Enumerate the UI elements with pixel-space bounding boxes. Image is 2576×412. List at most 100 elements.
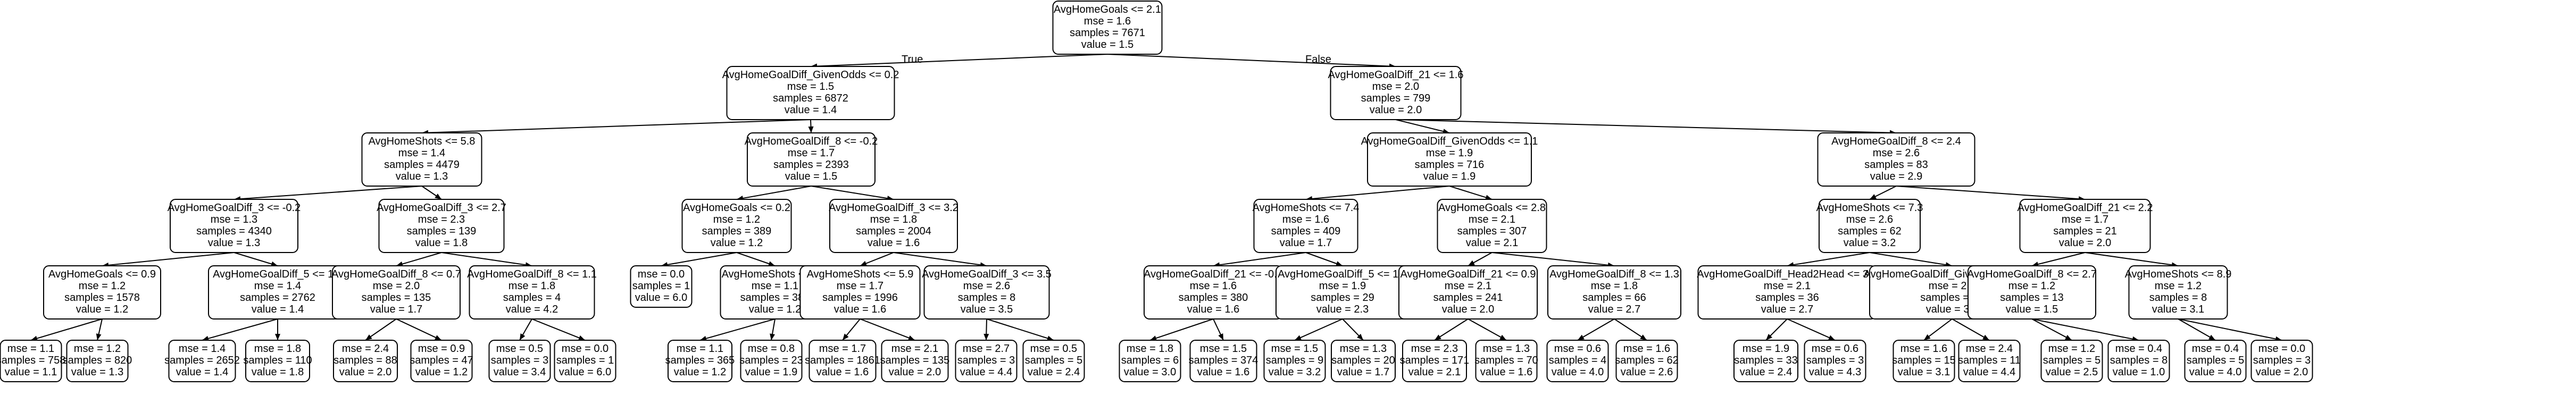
node-stat-line: mse = 2.0 (373, 280, 420, 292)
node-stat-line: mse = 1.9 (1743, 343, 1789, 355)
node-stat-line: mse = 0.0 (638, 268, 685, 280)
node-split-rule: AvgHomeGoalDiff_8 <= 2.7 (1967, 268, 2097, 280)
node-stat-line: mse = 2.1 (891, 343, 938, 355)
node-stat-line: value = 2.0 (2256, 366, 2308, 378)
node-stat-line: value = 3.0 (1124, 366, 1176, 378)
edge-n24-n47 (1294, 318, 1343, 341)
node-stat-line: samples = 3 (957, 355, 1015, 366)
node-stat-line: mse = 2.4 (342, 343, 389, 355)
node-box (1475, 340, 1538, 382)
node-split-rule: AvgHomeShots <= 7.4 (1253, 202, 1360, 214)
tree-edge-labels: True False (902, 54, 1331, 65)
node-stat-line: samples = 70 (1474, 355, 1538, 366)
node-stat-line: value = 1.6 (1480, 366, 1532, 378)
node-stat-line: mse = 1.7 (819, 343, 866, 355)
edge-n29-n57 (2031, 318, 2072, 341)
node-box (469, 265, 595, 319)
node-stat-line: samples = 1861 (805, 355, 880, 366)
edge-n25-n50 (1468, 318, 1507, 341)
node-box (1189, 340, 1257, 382)
node-box (668, 340, 732, 382)
node-stat-line: mse = 0.5 (496, 343, 543, 355)
node-stat-line: mse = 1.5 (1200, 343, 1247, 355)
node-box (681, 199, 792, 253)
node-stat-line: mse = 0.0 (2258, 343, 2305, 355)
node-stat-line: value = 1.6 (868, 237, 920, 249)
node-split-rule: AvgHomeGoalDiff_8 <= 0.7 (331, 268, 461, 280)
arrowhead-n32 (96, 333, 102, 340)
edge-n9-n20 (736, 252, 776, 266)
node-split-rule: AvgHomeShots <= 5.9 (807, 268, 914, 280)
node-split-rule: AvgHomeGoals <= 2.1 (1054, 4, 1161, 15)
node-stat-line: samples = 4 (503, 292, 561, 304)
node-split-rule: AvgHomeGoals <= 2.8 (1438, 202, 1546, 214)
node-box (1052, 1, 1163, 55)
node-stat-line: mse = 1.3 (1483, 343, 1530, 355)
edge-n5-n12 (1449, 186, 1493, 200)
node-stat-line: value = 1.2 (415, 366, 468, 378)
node-stat-line: value = 1.5 (2006, 304, 2058, 315)
node-split-rule: AvgHomeGoalDiff_3 <= 2.7 (377, 202, 506, 214)
node-box (1398, 265, 1538, 319)
edge-n26-n52 (1614, 318, 1647, 341)
node-split-rule: AvgHomeShots <= 8.9 (2125, 268, 2232, 280)
node-box (799, 265, 921, 319)
node-stat-line: samples = 15 (1892, 355, 1956, 366)
edge-label-false: False (1305, 54, 1331, 65)
node-stat-line: value = 2.4 (1028, 366, 1080, 378)
node-stat-line: value = 1.6 (1197, 366, 1249, 378)
node-box (0, 340, 62, 382)
node-stat-line: value = 4.4 (1963, 366, 2015, 378)
edge-label-true: True (902, 54, 923, 65)
node-stat-line: samples = 36 (1755, 292, 1819, 304)
node-stat-line: samples = 5 (1025, 355, 1082, 366)
node-stat-line: value = 3.1 (2152, 304, 2204, 315)
node-stat-line: samples = 29 (1311, 292, 1374, 304)
arrowhead-n44 (1047, 335, 1054, 341)
node-stat-line: samples = 5 (2187, 355, 2244, 366)
node-stat-line: samples = 8 (2110, 355, 2167, 366)
node-stat-line: value = 1.2 (76, 304, 128, 315)
node-stat-line: value = 1.6 (816, 366, 869, 378)
node-box (1402, 340, 1467, 382)
node-stat-line: value = 1.9 (745, 366, 797, 378)
node-stat-line: samples = 758 (0, 355, 65, 366)
edge-n6-n14 (1896, 186, 2086, 200)
edge-n30-n60 (2178, 318, 2282, 341)
edge-n11-n24 (1305, 252, 1343, 266)
arrowhead-n49 (1435, 334, 1441, 340)
node-stat-line: samples = 110 (243, 355, 312, 366)
node-stat-line: samples = 8 (2149, 292, 2207, 304)
edge-n17-n36 (396, 318, 442, 341)
edge-n2-n5 (1395, 119, 1450, 133)
node-box (1119, 340, 1181, 382)
edge-n10-n22 (893, 252, 987, 266)
arrowhead-n37 (520, 333, 526, 340)
node-stat-line: value = 1.9 (1423, 171, 1475, 182)
arrowhead-n52 (1640, 334, 1647, 340)
node-stat-line: samples = 13 (2000, 292, 2064, 304)
node-stat-line: samples = 20 (1331, 355, 1395, 366)
edge-n8-n17 (396, 252, 442, 266)
node-box (378, 199, 505, 253)
node-stat-line: value = 2.1 (1466, 237, 1518, 249)
node-stat-line: mse = 2.7 (963, 343, 1010, 355)
node-box (923, 265, 1050, 319)
